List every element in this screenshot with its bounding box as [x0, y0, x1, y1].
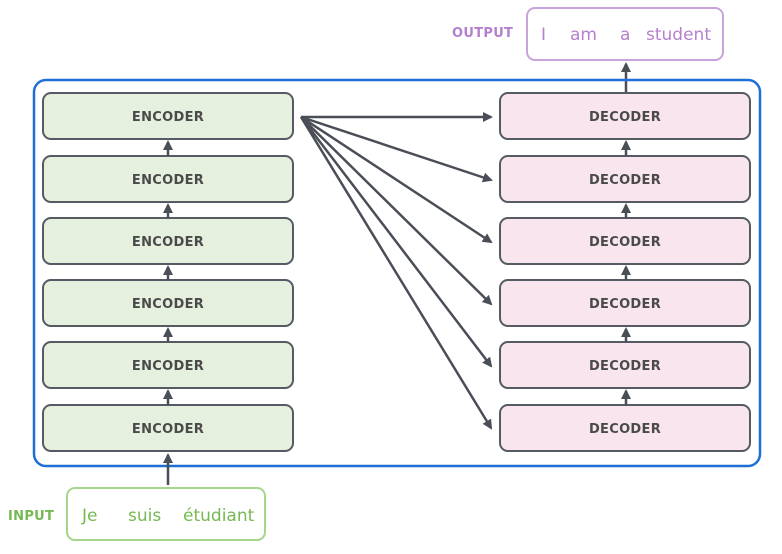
output-box: [526, 7, 724, 61]
encoder-box: [42, 92, 294, 140]
cross-arrow: [300, 115, 493, 183]
cross-arrow: [300, 116, 493, 368]
output-word: I: [541, 25, 546, 45]
output-word: student: [646, 25, 711, 45]
output-word: am: [570, 25, 597, 45]
encoder-label: ENCODER: [132, 297, 204, 312]
decoder-stack: DECODER DECODER DECODER DECODER DECODER …: [499, 92, 751, 452]
input-box: [66, 487, 266, 541]
encoder-label: ENCODER: [132, 173, 204, 188]
decoder-label: DECODER: [589, 297, 661, 312]
output-label: OUTPUT: [452, 26, 513, 41]
cross-arrow: [300, 116, 493, 306]
input-label: INPUT: [8, 509, 54, 524]
encoder-label: ENCODER: [132, 359, 204, 374]
decoder-label: DECODER: [589, 110, 661, 125]
decoder-label: DECODER: [589, 235, 661, 250]
decoder-label: DECODER: [589, 359, 661, 374]
output-word: a: [620, 25, 630, 45]
decoder-label: DECODER: [589, 173, 661, 188]
decoder-box: [499, 92, 751, 140]
encoder-label: ENCODER: [132, 235, 204, 250]
encoder-to-decoder-arrows: [299, 112, 493, 430]
cross-arrow: [299, 116, 493, 430]
input-word: Je: [81, 506, 97, 526]
cross-arrow: [300, 115, 493, 244]
decoder-label: DECODER: [589, 422, 661, 437]
encoder-label: ENCODER: [132, 110, 204, 125]
encoder-decoder-stack-container: [32, 78, 762, 468]
encoder-label: ENCODER: [132, 422, 204, 437]
input-word: étudiant: [183, 506, 255, 526]
input-word: suis: [128, 506, 161, 526]
